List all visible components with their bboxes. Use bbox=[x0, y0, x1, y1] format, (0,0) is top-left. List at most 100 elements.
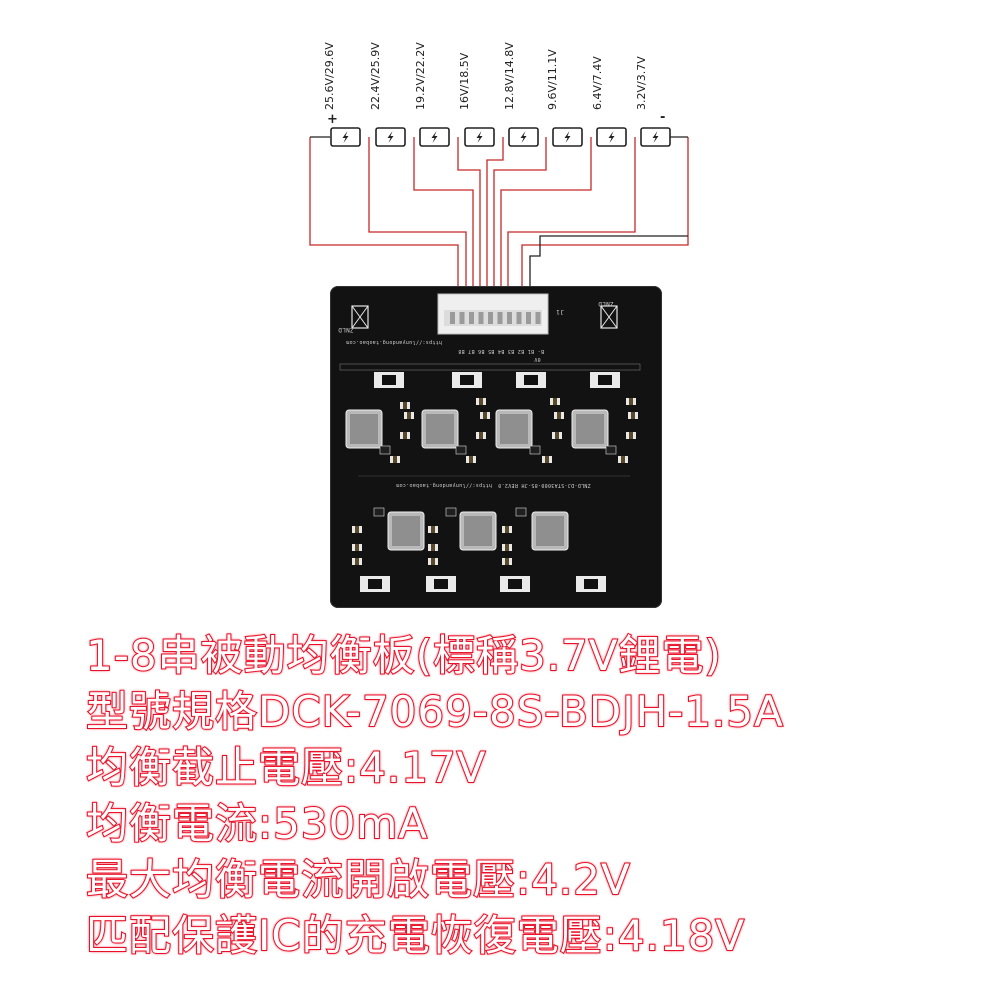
smd-body bbox=[505, 558, 509, 565]
smd-body bbox=[555, 432, 559, 439]
smd-body bbox=[355, 526, 359, 533]
connector-label: J1 bbox=[556, 308, 564, 315]
ic-chip bbox=[605, 445, 617, 455]
brand-text-right: ZNLD bbox=[598, 300, 614, 307]
zero-volt-label: 0V bbox=[534, 356, 541, 362]
minus-sign: - bbox=[660, 110, 666, 125]
spec-title: 1-8串被動均衡板(標稱3.7V鋰電) bbox=[85, 630, 722, 681]
connector-pin bbox=[516, 312, 522, 324]
connector-pin bbox=[469, 312, 474, 324]
silk-outline bbox=[339, 363, 641, 371]
model-silkscreen: ZNLD-DJ-STA3000-8S-JH REV2.0 bbox=[498, 482, 591, 488]
inductor-core bbox=[392, 516, 420, 546]
lightning-bolt-icon bbox=[608, 131, 615, 143]
silk-url-mid: https://lunyandong.taobao.com bbox=[396, 482, 492, 488]
connector-pin bbox=[450, 312, 455, 324]
plus-sign: + bbox=[327, 112, 338, 127]
diode-body bbox=[508, 579, 522, 589]
wire-ground bbox=[529, 235, 688, 296]
ic-chip bbox=[379, 445, 391, 455]
smd-body bbox=[631, 412, 635, 419]
connector-pin bbox=[507, 312, 512, 324]
smd-body bbox=[407, 412, 411, 419]
ic-chip bbox=[529, 445, 541, 455]
balance-board-pcb: ZNLD ZNLD https://lunyandong.taobao.com … bbox=[330, 286, 662, 608]
connector-pin bbox=[459, 312, 465, 324]
spec-recovery-voltage: 匹配保護IC的充電恢復電壓:4.18V bbox=[85, 910, 746, 961]
wire bbox=[368, 137, 467, 296]
smd-body bbox=[403, 402, 407, 409]
inductor-core bbox=[576, 414, 604, 444]
wire bbox=[486, 137, 504, 296]
smd-body bbox=[403, 432, 407, 439]
smd-body bbox=[553, 398, 557, 405]
smd-body bbox=[629, 398, 633, 405]
inductor-core bbox=[500, 414, 528, 444]
connector-pin bbox=[526, 312, 531, 324]
wiring-svg bbox=[309, 127, 689, 296]
connector-pin bbox=[478, 312, 484, 324]
smd-body bbox=[557, 412, 561, 419]
brand-logo-left bbox=[351, 305, 369, 329]
inductor-core bbox=[464, 516, 492, 546]
wire bbox=[521, 137, 689, 296]
wire bbox=[457, 137, 481, 296]
ic-chip bbox=[455, 445, 467, 455]
smd-body bbox=[431, 544, 435, 551]
pin-labels: B- B1 B2 B3 B4 B5 B6 B7 B8 bbox=[458, 348, 545, 354]
smd-body bbox=[621, 456, 625, 463]
wire bbox=[413, 137, 474, 296]
spec-model: 型號規格DCK-7069-8S-BDJH-1.5A bbox=[85, 686, 784, 737]
lightning-bolt-icon bbox=[564, 131, 571, 143]
lightning-bolt-icon bbox=[476, 131, 483, 143]
lightning-bolt-icon bbox=[652, 131, 659, 143]
wire bbox=[493, 137, 547, 296]
smd-body bbox=[469, 456, 473, 463]
brand-text-left: ZNLD bbox=[338, 326, 354, 333]
diode-body bbox=[598, 375, 612, 385]
wire bbox=[500, 137, 592, 296]
ic-chip bbox=[373, 507, 385, 517]
lightning-bolt-icon bbox=[387, 131, 394, 143]
smd-body bbox=[479, 398, 483, 405]
ic-chip bbox=[515, 507, 527, 517]
diode-body bbox=[460, 375, 474, 385]
diode-body bbox=[524, 375, 538, 385]
spec-balance-current: 均衡電流:530mA bbox=[85, 798, 428, 849]
inductor-core bbox=[536, 516, 564, 546]
lightning-bolt-icon bbox=[431, 131, 438, 143]
smd-body bbox=[483, 412, 487, 419]
smd-body bbox=[629, 432, 633, 439]
spec-max-current-voltage: 最大均衡電流開啟電壓:4.2V bbox=[85, 854, 631, 905]
inductor-core bbox=[350, 414, 378, 444]
smd-body bbox=[479, 432, 483, 439]
lightning-bolt-icon bbox=[342, 131, 349, 143]
smd-body bbox=[355, 558, 359, 565]
smd-body bbox=[505, 526, 509, 533]
smd-body bbox=[545, 456, 549, 463]
diode-body bbox=[584, 579, 598, 589]
connector-pin bbox=[497, 312, 503, 324]
diode-body bbox=[382, 375, 396, 385]
brand-logo-left-cross bbox=[351, 305, 369, 329]
diode-body bbox=[434, 579, 448, 589]
brand-logo-right bbox=[600, 305, 618, 329]
smd-body bbox=[431, 526, 435, 533]
wire bbox=[507, 137, 636, 296]
ic-chip bbox=[445, 507, 457, 517]
lightning-bolt-icon bbox=[520, 131, 527, 143]
diode-body bbox=[368, 579, 382, 589]
spec-cutoff-voltage: 均衡截止電壓:4.17V bbox=[85, 742, 487, 793]
brand-logo-right-cross bbox=[600, 305, 618, 329]
connector-pin bbox=[488, 312, 493, 324]
pcb-art bbox=[339, 293, 641, 592]
inductor-core bbox=[426, 414, 454, 444]
silk-url-top: https://lunyandong.taobao.com bbox=[346, 339, 442, 345]
connector-pin bbox=[535, 312, 541, 324]
wiring-diagram: 25.6V/29.6V 22.4V/25.9V 19.2V/22.2V 16V/… bbox=[0, 0, 1000, 300]
smd-body bbox=[505, 544, 509, 551]
smd-body bbox=[431, 558, 435, 565]
smd-body bbox=[355, 544, 359, 551]
smd-body bbox=[393, 456, 397, 463]
wire bbox=[309, 137, 459, 296]
